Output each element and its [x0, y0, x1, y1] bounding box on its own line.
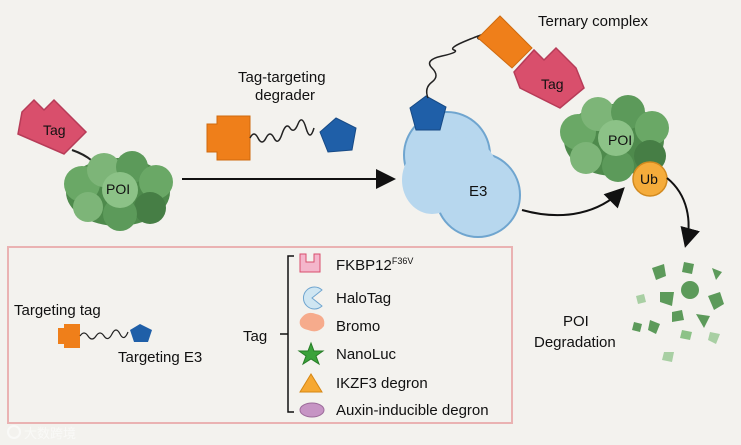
degrader-e3-ligand	[319, 117, 357, 153]
legend-bracket	[280, 255, 294, 413]
watermark-text: 大数跨境	[24, 427, 76, 442]
degrader-linker	[249, 119, 315, 143]
degrader-title-line1: Tag-targeting	[238, 69, 326, 86]
tag-shape-left	[17, 98, 88, 155]
legend-tag-group-label: Tag	[243, 328, 267, 345]
legend-targeting-tag: Targeting tag	[14, 302, 101, 319]
ternary-warhead	[477, 15, 533, 69]
tag-label-left: Tag	[43, 122, 66, 138]
ikzf3-triangle-icon	[299, 373, 323, 393]
poi-label-right: POI	[608, 132, 632, 148]
degrader-title-line2: degrader	[255, 87, 315, 104]
e3-bound-ligand	[409, 95, 447, 131]
degrader-warhead	[206, 115, 251, 161]
poi-label-left: POI	[106, 181, 130, 197]
legend-linker-icon	[79, 329, 129, 340]
legend-item-auxin: Auxin-inducible degron	[336, 402, 489, 419]
legend-item-ikzf3: IKZF3 degron	[336, 375, 428, 392]
legend-item-bromo: Bromo	[336, 318, 380, 335]
ternary-complex-label: Ternary complex	[538, 13, 649, 30]
ternary-linker	[425, 33, 493, 99]
halotag-icon	[303, 286, 323, 310]
bromo-icon	[299, 312, 325, 332]
legend-targeting-e3: Targeting E3	[118, 349, 202, 366]
poi-degradation-line2: Degradation	[534, 334, 616, 351]
tag-label-right: Tag	[541, 76, 564, 92]
legend-item-fkbp12: FKBP12F36V	[336, 256, 413, 274]
watermark: 大数跨境	[7, 425, 76, 442]
fkbp12-icon	[299, 253, 321, 273]
nanoluc-star-icon	[297, 341, 325, 366]
e3-label: E3	[469, 183, 487, 200]
legend-targeting-e3-icon	[130, 324, 152, 342]
auxin-oval-icon	[299, 402, 325, 418]
poi-degradation-line1: POI	[563, 313, 589, 330]
complex-to-degradation-arrow	[666, 177, 700, 248]
left-tagged-poi: Tag POI	[17, 98, 173, 231]
tag-targeting-degrader: Tag-targeting degrader	[206, 69, 357, 161]
ubiquitin-label: Ub	[640, 171, 658, 187]
degradation-fragments	[632, 262, 724, 362]
tag-shape-right	[513, 46, 585, 109]
poi-blob-right	[560, 95, 669, 182]
e3-to-complex-arrow	[521, 187, 625, 217]
e3-ligase: E3	[402, 111, 521, 238]
legend-item-halotag: HaloTag	[336, 290, 391, 307]
legend-targeting-tag-icon	[58, 324, 80, 348]
legend-item-nanoluc: NanoLuc	[336, 346, 397, 363]
legend-box	[7, 246, 513, 424]
poi-blob-left	[64, 151, 173, 231]
